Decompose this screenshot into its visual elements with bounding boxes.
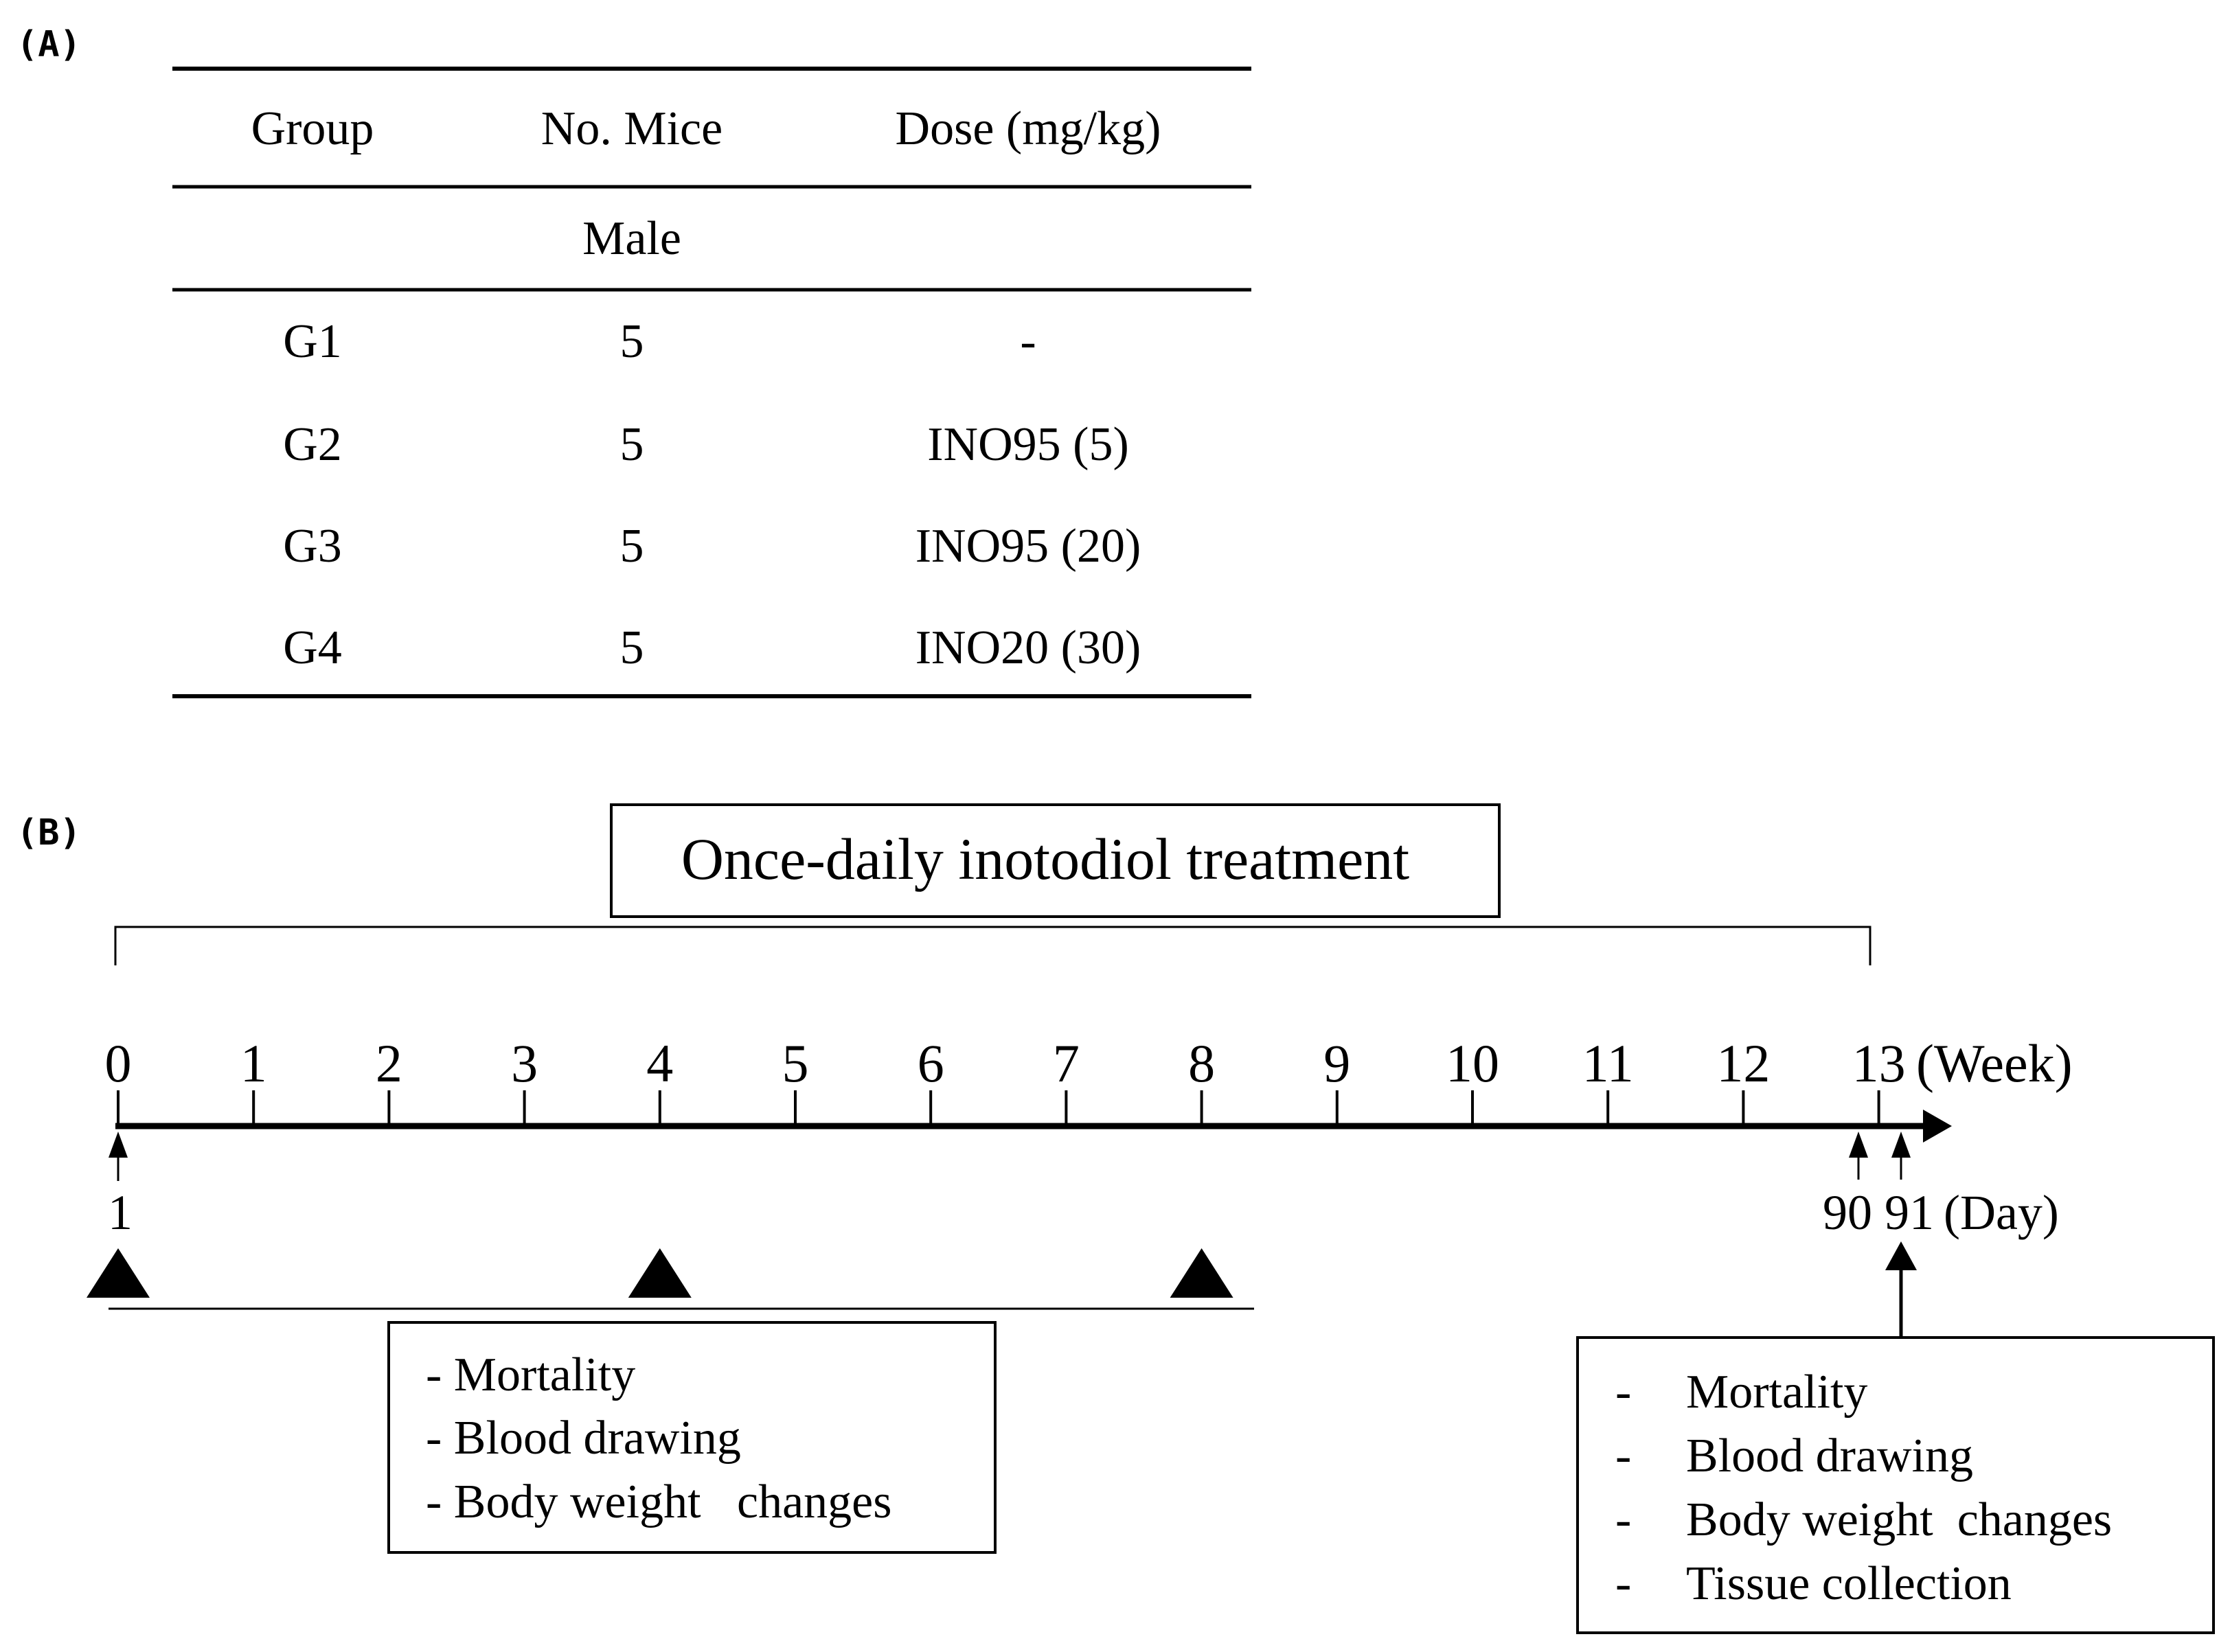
final-item-dash: - — [1615, 1366, 1631, 1419]
interim-item: - Body weight changes — [426, 1476, 891, 1528]
day-91-pointer-head — [1891, 1132, 1911, 1158]
table-row: G4 5 INO20 (30) — [283, 621, 1141, 674]
cell-group: G2 — [283, 418, 342, 471]
day-unit: (Day) — [1944, 1185, 2059, 1240]
final-arrow-head — [1885, 1241, 1917, 1270]
day-91-label: 91 — [1885, 1185, 1934, 1240]
final-item-dash: - — [1615, 1493, 1631, 1546]
final-box — [1576, 1336, 2215, 1634]
day-90-pointer-head — [1849, 1132, 1868, 1158]
panel-a-label: (A) — [16, 24, 81, 65]
final-item-text: Mortality — [1686, 1366, 1867, 1419]
timeline-arrowhead — [1923, 1110, 1952, 1143]
cell-mice: 5 — [620, 315, 644, 368]
treatment-label: Once-daily inotodiol treatment — [681, 826, 1409, 892]
final-item-text: Tissue collection — [1686, 1557, 2012, 1610]
final-item-dash: - — [1615, 1430, 1631, 1482]
final-item-dash: - — [1615, 1557, 1631, 1610]
interim-marker-triangle — [87, 1248, 150, 1298]
table-row: G2 5 INO95 (5) — [283, 418, 1129, 471]
treatment-bracket — [114, 926, 1871, 965]
week-label: 3 — [511, 1033, 538, 1093]
panel-b-label: (B) — [16, 812, 81, 853]
header-group: Group — [251, 102, 374, 155]
interim-marker-triangle — [1170, 1248, 1233, 1298]
week-label: 6 — [918, 1033, 944, 1093]
interim-item: - Blood drawing — [426, 1412, 741, 1465]
week-label: 0 — [105, 1033, 132, 1093]
cell-dose: INO95 (5) — [927, 418, 1129, 471]
interim-item: - Mortality — [426, 1349, 635, 1401]
final-item-text: Body weight changes — [1686, 1493, 2112, 1546]
week-label: 1 — [240, 1033, 267, 1093]
cell-group: G4 — [283, 621, 342, 674]
week-label: 2 — [376, 1033, 402, 1093]
day-start-label: 1 — [108, 1185, 133, 1240]
cell-mice: 5 — [620, 520, 644, 573]
cell-dose: INO20 (30) — [915, 621, 1141, 674]
final-item-text: Blood drawing — [1686, 1430, 1973, 1482]
table-row: G3 5 INO95 (20) — [283, 520, 1141, 573]
interim-markers — [87, 1248, 1233, 1298]
cell-dose: INO95 (20) — [915, 520, 1141, 573]
header-no-mice: No. Mice — [541, 102, 723, 155]
week-label: 8 — [1188, 1033, 1215, 1093]
week-label: 10 — [1446, 1033, 1499, 1093]
section-male: Male — [582, 212, 681, 265]
header-dose: Dose (mg/kg) — [896, 102, 1161, 155]
interim-marker-triangle — [628, 1248, 692, 1298]
week-unit: (Week) — [1916, 1033, 2073, 1093]
week-label: 9 — [1323, 1033, 1350, 1093]
week-label: 13 — [1852, 1033, 1906, 1093]
week-label: 5 — [782, 1033, 809, 1093]
day-90-label: 90 — [1823, 1185, 1872, 1240]
cell-group: G1 — [283, 315, 342, 368]
interim-box — [387, 1321, 997, 1554]
table-row: G1 5 - — [283, 315, 1036, 368]
week-label: 11 — [1582, 1033, 1634, 1093]
day-1-pointer-head — [109, 1132, 128, 1158]
week-label: 7 — [1053, 1033, 1080, 1093]
treatment-box — [610, 803, 1501, 918]
cell-group: G3 — [283, 520, 342, 573]
week-label: 4 — [646, 1033, 673, 1093]
panel-a: (A) Group No. Mice Dose (mg/kg) Male G1 … — [16, 24, 1251, 698]
cell-mice: 5 — [620, 621, 644, 674]
cell-mice: 5 — [620, 418, 644, 471]
cell-dose: - — [1020, 315, 1036, 368]
week-label: 12 — [1716, 1033, 1770, 1093]
